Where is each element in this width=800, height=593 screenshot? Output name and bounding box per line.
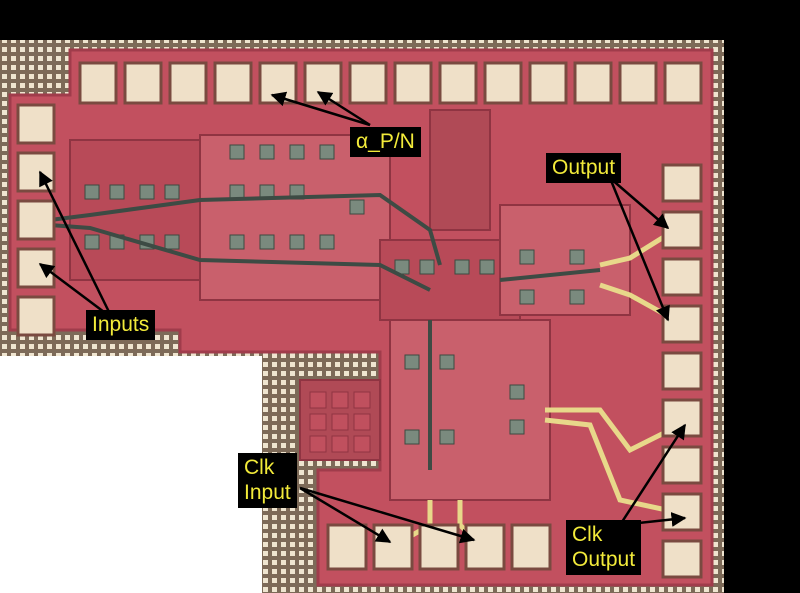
annotation-arrows [38,90,687,544]
clk-output-line1: Clk [572,523,603,546]
output-text: Output [552,156,616,179]
cells [84,144,585,445]
bond-pads-bottom [326,523,552,571]
inputs-label: Inputs [86,310,156,340]
output-label: Output [546,153,622,183]
mux-block [199,134,391,301]
clk-input-line1: Clk [244,456,275,479]
ring-block [429,109,491,231]
capacitor-grid [309,391,371,453]
alpha-pn-label: α_P/N [350,127,421,157]
inputs-text: Inputs [92,313,150,336]
clk-output-line2: Output [572,548,636,571]
frame-right [724,0,800,593]
frame-top [0,0,800,40]
clk-input-label: Clk Input [238,453,297,508]
bond-pads-left [16,103,56,337]
clk-block [389,319,551,501]
clk-output-label: Clk Output [566,520,642,575]
signal-traces [49,192,601,470]
alpha-pn-text: α_P/N [356,130,415,153]
clk-input-line2: Input [244,481,291,504]
bond-pads-right [661,163,703,579]
